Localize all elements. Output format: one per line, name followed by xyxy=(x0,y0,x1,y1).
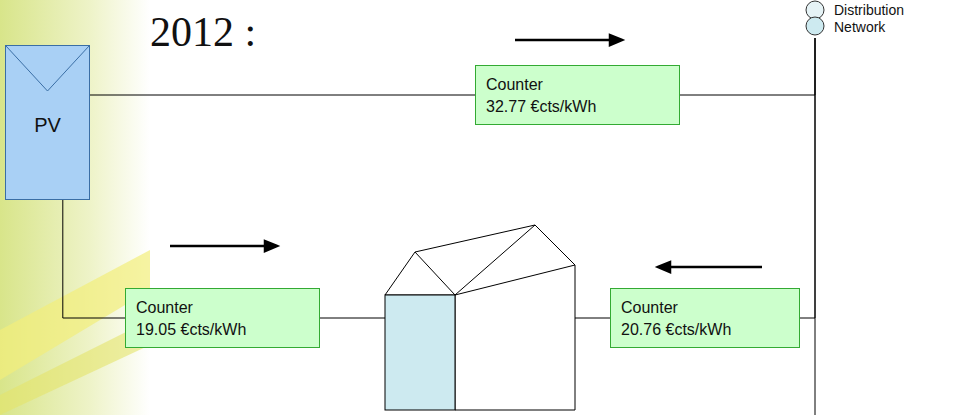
house-symbol xyxy=(385,225,575,410)
distribution-network: Distribution Network xyxy=(800,0,960,38)
flow-arrows xyxy=(170,35,762,272)
wire-connector xyxy=(63,200,125,318)
wire-connector xyxy=(90,95,475,96)
transformer-symbol xyxy=(800,0,830,38)
meter-box: Counter32.77 €cts/kWh xyxy=(475,65,680,125)
wire-connector xyxy=(800,38,815,318)
wire-connector xyxy=(680,38,815,95)
meter-box: Counter20.76 €cts/kWh xyxy=(610,288,800,348)
node-value: 20.76 €cts/kWh xyxy=(621,319,789,341)
node-value: 19.05 €cts/kWh xyxy=(136,319,309,341)
node-label: Distribution Network xyxy=(834,2,954,36)
node-value: 32.77 €cts/kWh xyxy=(486,96,669,118)
meter-box: Counter19.05 €cts/kWh xyxy=(125,288,320,348)
pv-panel: PV xyxy=(5,45,90,200)
diagram-title: 2012 : xyxy=(150,8,256,56)
node-label: Counter xyxy=(621,297,789,319)
node-label: PV xyxy=(6,114,89,137)
node-label: Counter xyxy=(486,74,669,96)
side-band xyxy=(0,0,150,415)
node-label: Counter xyxy=(136,297,309,319)
